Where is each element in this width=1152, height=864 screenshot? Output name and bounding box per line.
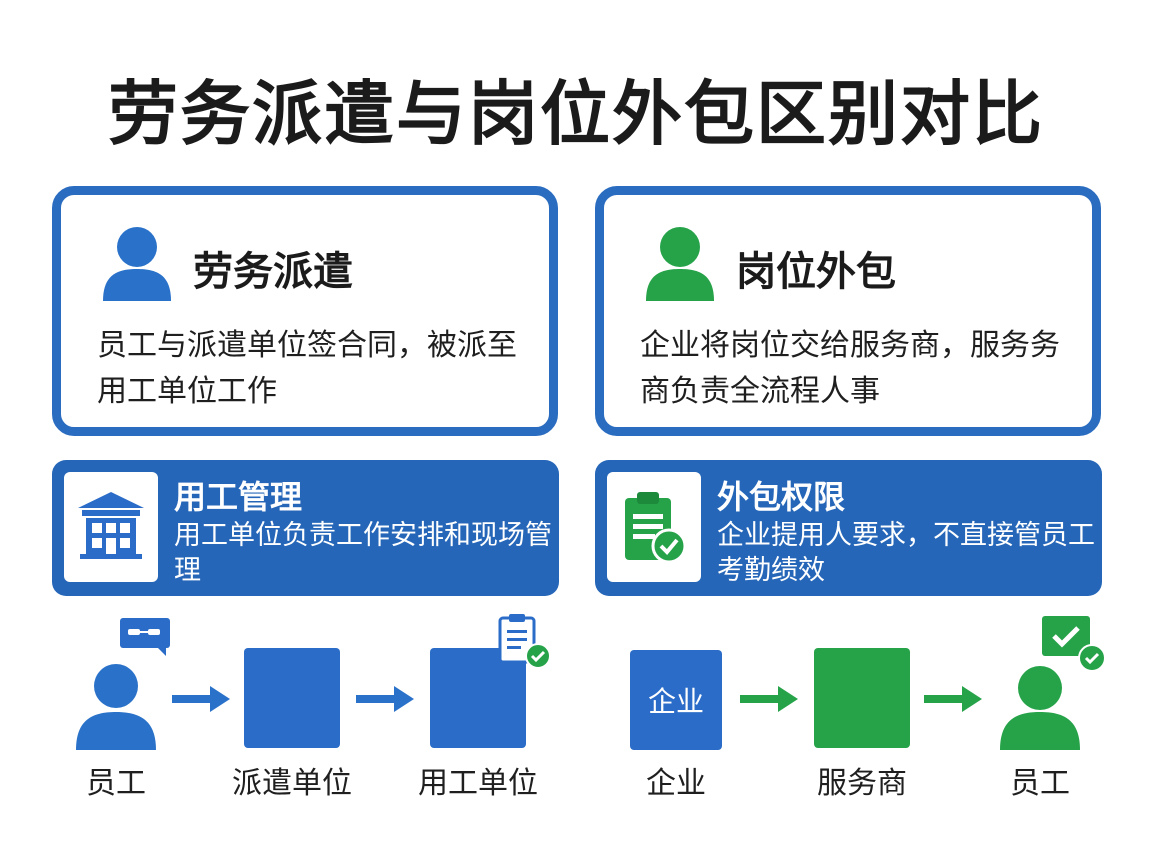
dispatch-agency-box [244, 648, 340, 748]
clipboard-check-icon [498, 614, 551, 669]
flow-label-service-provider: 服务商 [817, 766, 907, 801]
employee-person-icon [76, 664, 156, 750]
flow-label-employing-unit: 用工单位 [418, 766, 538, 801]
flow-label-enterprise: 企业 [646, 766, 706, 801]
arrow-right-icon [740, 686, 798, 712]
arrow-right-icon [924, 686, 982, 712]
employee-person-icon [1000, 666, 1080, 750]
job-outsourcing-card: 岗位外包 企业将岗位交给服务商，服务务商负责全流程人事 [595, 186, 1101, 436]
card-description: 企业将岗位交给服务商，服务务商负责全流程人事 [640, 328, 1060, 409]
icon-box [607, 472, 701, 582]
feature-title: 用工管理 [174, 478, 303, 516]
feature-description: 用工单位负责工作安排和现场管理 [174, 520, 552, 586]
card-title: 劳务派遣 [193, 249, 353, 295]
enterprise-box-label: 企业 [647, 685, 704, 718]
icon-box [64, 472, 158, 582]
building-icon [78, 492, 144, 559]
person-icon [103, 227, 171, 301]
enterprise-box: 企业 [630, 650, 722, 750]
arrow-right-icon [172, 686, 230, 712]
employing-unit-box [430, 648, 526, 748]
feature-title: 外包权限 [717, 478, 846, 516]
flow-label-employee: 员工 [1010, 766, 1070, 801]
employment-management-panel: 用工管理 用工单位负责工作安排和现场管理 [52, 460, 559, 596]
flow-label-employee: 员工 [86, 766, 146, 801]
flow-label-dispatch-agency: 派遣单位 [232, 766, 352, 801]
feature-description: 企业提用人要求，不直接管员工考勤绩效 [717, 520, 1095, 586]
card-title: 岗位外包 [736, 249, 896, 295]
labor-dispatch-card: 劳务派遣 员工与派遣单位签合同，被派至用工单位工作 [52, 186, 558, 436]
outsourcing-permission-panel: 外包权限 企业提用人要求，不直接管员工考勤绩效 [595, 460, 1102, 596]
service-provider-box [814, 648, 910, 748]
clipboard-check-icon [625, 492, 687, 564]
check-badge-icon [1042, 616, 1106, 672]
arrow-right-icon [356, 686, 414, 712]
contract-tag-icon [120, 618, 170, 656]
card-description: 员工与派遣单位签合同，被派至用工单位工作 [97, 328, 517, 409]
page-title: 劳务派遣与岗位外包区别对比 [108, 73, 1044, 155]
person-icon [646, 227, 714, 301]
